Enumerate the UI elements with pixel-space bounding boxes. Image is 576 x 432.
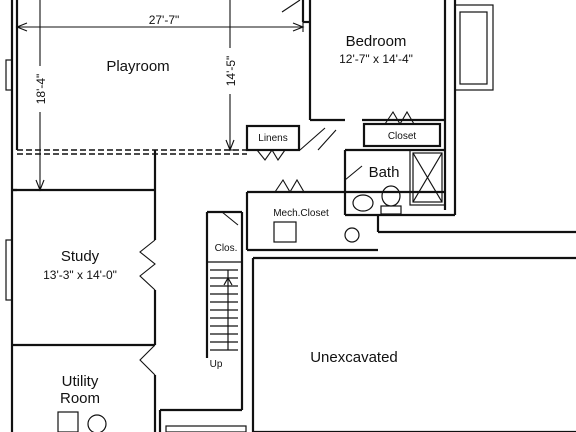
playroom-width-label: 27'-7" (149, 13, 180, 27)
room-labels: Playroom Bedroom 12'-7" x 14'-4" Linens … (43, 33, 416, 407)
toilet-tank (380, 205, 402, 215)
stairs-up-label: Up (210, 359, 223, 370)
bath-sink (352, 194, 374, 212)
utility-sink (57, 411, 79, 432)
shower (409, 149, 446, 206)
mech-closet-label: Mech.Closet (273, 208, 329, 219)
water-heater (344, 227, 360, 243)
window-well-right (454, 4, 494, 91)
bedroom-size-label: 12'-7" x 14'-4" (339, 52, 413, 66)
playroom-depth-left-label: 18'-4" (34, 74, 48, 105)
clos-label: Clos. (215, 243, 238, 254)
bath-label: Bath (369, 164, 400, 181)
window-left-study (5, 239, 13, 301)
bedroom-label: Bedroom (346, 33, 407, 50)
playroom-label: Playroom (106, 58, 169, 75)
bedroom-door-leaf (281, 0, 301, 13)
dimension-labels: 27'-7" 18'-4" 14'-5" (32, 12, 238, 112)
bedroom-closet (362, 122, 442, 148)
utility-tank (87, 414, 107, 432)
stair-up-arrow-icon (223, 276, 233, 286)
playroom-depth-right-label: 14'-5" (224, 56, 238, 87)
interior-walls (12, 0, 576, 432)
utility-label-line1: Utility (62, 373, 99, 390)
exterior-walls (5, 0, 576, 432)
linens-closet (245, 124, 301, 152)
mech-unit (273, 221, 297, 243)
window-well-inner (459, 11, 488, 85)
linens-label: Linens (258, 133, 287, 144)
study-label: Study (61, 248, 100, 265)
unexcavated-label: Unexcavated (310, 349, 398, 366)
toilet-bowl (381, 185, 401, 207)
closet-label: Closet (388, 131, 417, 142)
window-left-top (5, 59, 13, 91)
dimension-lines (15, 0, 305, 192)
stair-treads (210, 269, 238, 351)
utility-label-line2: Room (60, 390, 100, 407)
study-size-label: 13'-3" x 14'-0" (43, 268, 117, 282)
